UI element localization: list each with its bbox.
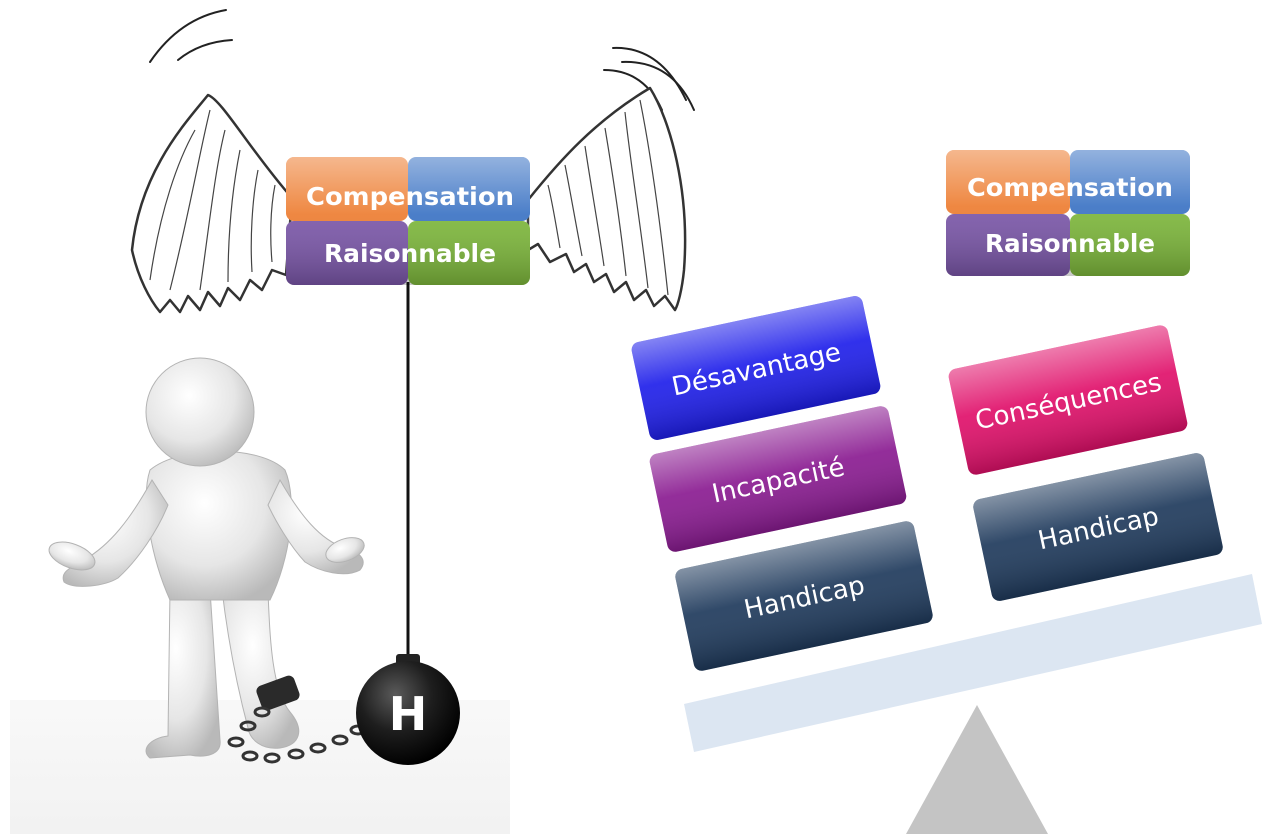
badge-right-line1: Compensation — [967, 173, 1173, 202]
ball-letter: H — [389, 687, 428, 741]
block-consequences: Conséquences — [948, 325, 1188, 475]
ball-and-chain: H — [356, 654, 460, 765]
block-handicap-right: Handicap — [973, 453, 1223, 601]
block-desavantage: Désavantage — [631, 296, 881, 440]
badge-left-line2: Raisonnable — [324, 239, 496, 268]
badge-right-line2: Raisonnable — [985, 229, 1155, 258]
compensation-badge-left: Compensation Raisonnable — [286, 157, 530, 285]
balance-beam — [684, 574, 1262, 752]
compensation-badge-right: Compensation Raisonnable — [946, 150, 1190, 276]
block-incapacite: Incapacité — [649, 406, 907, 552]
wing-right — [526, 86, 687, 312]
motion-lines-left — [149, 9, 233, 63]
figure-person — [48, 357, 365, 759]
ankle-shackle — [256, 675, 300, 711]
block-handicap-left: Handicap — [675, 521, 933, 671]
right-illustration: Désavantage Incapacité Handicap Conséque… — [631, 150, 1262, 834]
left-illustration: H Compensation Raisonnable — [10, 9, 695, 834]
fulcrum-triangle — [906, 705, 1048, 834]
badge-left-line1: Compensation — [306, 182, 514, 211]
wing-left — [130, 93, 294, 314]
